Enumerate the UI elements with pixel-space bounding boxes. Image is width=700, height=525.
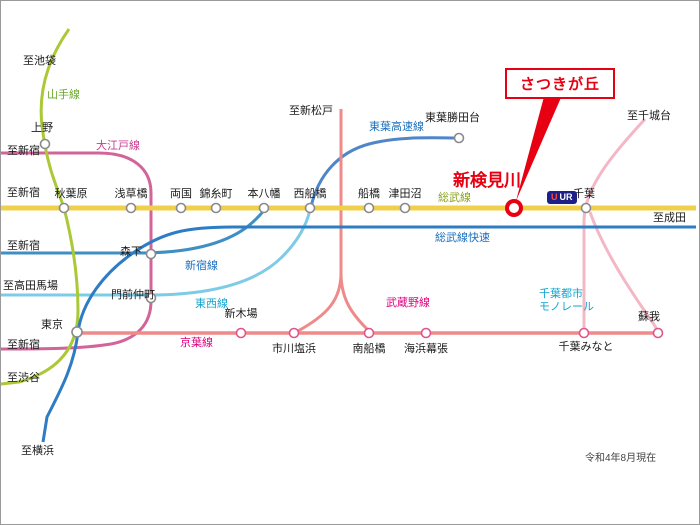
shinjuku-line	[1, 208, 267, 255]
endpoint-label-shin-matsudo: 至新松戸	[289, 105, 333, 117]
line-label-sobu: 総武線	[438, 192, 471, 204]
endpoint-label-shinjuku-oedo-north: 至新宿	[7, 145, 40, 157]
oedo-line	[1, 151, 153, 351]
station-marker-chiba	[580, 202, 592, 214]
station-label-kaihin-makuhari: 海浜幕張	[404, 343, 448, 355]
sobu-rapid-line	[41, 225, 696, 443]
line-label-musashino: 武蔵野線	[386, 297, 430, 309]
endpoint-label-shinjuku-shinjuku-line: 至新宿	[7, 240, 40, 252]
station-marker-ichikawa-shiohama	[288, 327, 300, 339]
station-marker-minami-funabashi	[363, 327, 375, 339]
station-marker-shin-kiba	[235, 327, 247, 339]
tozai-line	[1, 209, 312, 297]
station-label-morishita: 森下	[120, 246, 142, 258]
station-label-toyo-katsutadai: 東葉勝田台	[425, 112, 480, 124]
endpoint-label-chishirodai: 至千城台	[627, 110, 671, 122]
station-marker-monzen-nakacho	[145, 292, 157, 304]
station-marker-asakusabashi	[125, 202, 137, 214]
station-label-ryogoku: 両国	[170, 188, 192, 200]
station-marker-chiba-minato	[578, 327, 590, 339]
station-marker-nishi-funabashi	[304, 202, 316, 214]
endpoint-label-narita: 至成田	[653, 212, 686, 224]
musashino-line-west-branch	[297, 109, 343, 333]
line-label-sobu-rapid: 総武線快速	[435, 232, 490, 244]
endpoint-label-shinjuku-oedo-south: 至新宿	[7, 339, 40, 351]
station-marker-kaihin-makuhari	[420, 327, 432, 339]
station-label-chiba: 千葉	[573, 188, 595, 200]
station-label-nishi-funabashi: 西船橋	[293, 188, 327, 200]
station-label-tokyo: 東京	[41, 319, 63, 331]
station-marker-motoyawata	[258, 202, 270, 214]
ur-logo-text: UR	[559, 192, 573, 202]
station-label-kinshicho: 錦糸町	[199, 188, 233, 200]
line-label-toyo: 東葉高速線	[369, 121, 424, 133]
station-marker-ryogoku	[175, 202, 187, 214]
station-marker-toyo-katsutadai	[453, 132, 465, 144]
station-label-chiba-minato: 千葉みなと	[558, 341, 614, 353]
endpoint-label-yokohama: 至横浜	[21, 445, 54, 457]
station-marker-shin-kemigawa	[505, 199, 523, 217]
station-label-ueno: 上野	[31, 122, 53, 134]
endpoint-label-shibuya: 至渋谷	[7, 372, 40, 384]
line-label-shinjuku: 新宿線	[185, 260, 218, 272]
station-label-ichikawa-shiohama: 市川塩浜	[272, 343, 316, 355]
station-label-motoyawata: 本八幡	[247, 188, 281, 200]
station-marker-tokyo	[71, 326, 83, 338]
station-marker-akihabara	[58, 202, 70, 214]
line-label-chiba-monorail: 千葉都市 モノレール	[539, 288, 594, 313]
station-marker-soga	[652, 327, 664, 339]
line-label-oedo: 大江戸線	[96, 140, 140, 152]
station-label-shin-kiba: 新木場	[224, 308, 258, 320]
line-label-yamanote: 山手線	[47, 89, 80, 101]
station-label-akihabara: 秋葉原	[54, 188, 88, 200]
line-label-tozai: 東西線	[195, 298, 228, 310]
station-label-asakusabashi: 浅草橋	[114, 188, 148, 200]
callout-pointer	[516, 93, 563, 201]
ur-logo: U UR	[547, 191, 577, 204]
callout-satsukigaoka: さつきが丘	[505, 68, 616, 99]
station-marker-kinshicho	[210, 202, 222, 214]
station-marker-ueno	[39, 138, 51, 150]
station-label-soga: 蘇我	[638, 311, 660, 323]
station-marker-morishita	[145, 248, 157, 260]
toyo-rapid-line	[309, 136, 458, 208]
station-label-funabashi: 船橋	[358, 188, 380, 200]
station-marker-funabashi	[363, 202, 375, 214]
as-of-date-label: 令和4年8月現在	[585, 453, 657, 464]
endpoint-label-shinjuku-sobu: 至新宿	[7, 187, 40, 199]
station-label-tsudanuma: 津田沼	[388, 188, 422, 200]
endpoint-label-ikebukuro: 至池袋	[23, 55, 56, 67]
station-label-monzen-nakacho: 門前仲町	[111, 289, 155, 301]
chiba-monorail-line	[582, 117, 647, 331]
station-marker-tsudanuma	[399, 202, 411, 214]
ur-logo-mark: U	[551, 192, 558, 202]
highlight-station-label: 新検見川	[453, 171, 521, 190]
line-label-keiyo: 京葉線	[180, 337, 213, 349]
endpoint-label-takadanobaba: 至高田馬場	[3, 280, 58, 292]
musashino-line-east-branch	[339, 272, 369, 331]
station-label-minami-funabashi: 南船橋	[352, 343, 386, 355]
